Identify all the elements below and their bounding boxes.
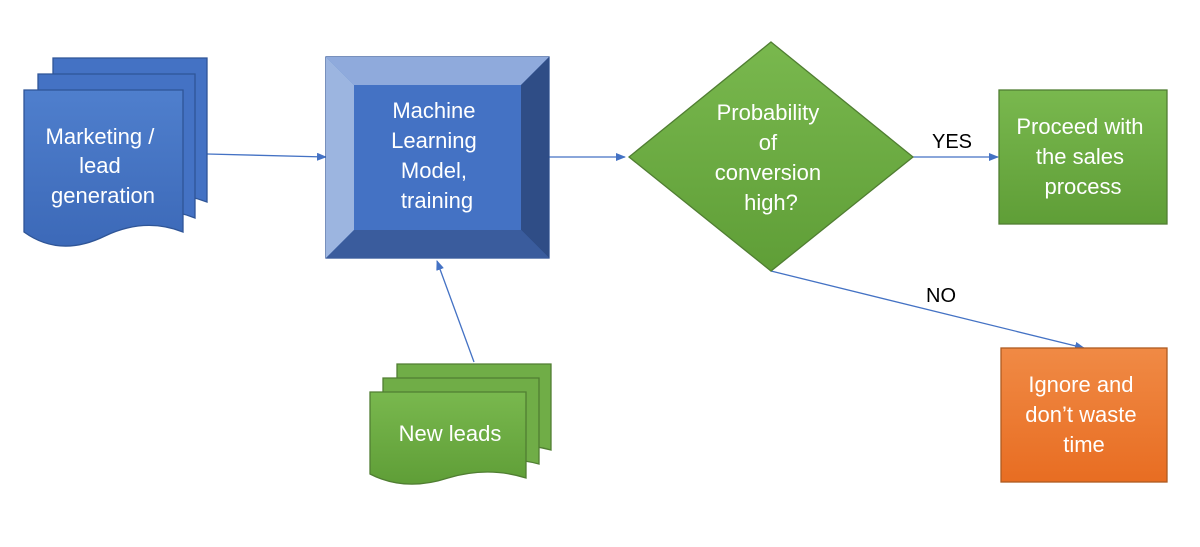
ml-model-label-line-4: training xyxy=(401,188,473,213)
ml-model-label-line-3: Model, xyxy=(401,158,467,183)
decision-label-line-1: Probability xyxy=(717,100,820,125)
node-ml-model-label: Machine Learning Model, training xyxy=(391,98,483,213)
decision-label-line-3: conversion xyxy=(715,160,821,185)
proceed-label-line-2: the sales xyxy=(1036,144,1124,169)
node-marketing-lead-generation: Marketing / lead generation xyxy=(23,57,208,247)
decision-label-line-2: of xyxy=(759,130,778,155)
ml-model-label-line-1: Machine xyxy=(392,98,475,123)
marketing-label-line-3: generation xyxy=(51,183,155,208)
edge-label-yes: YES xyxy=(932,131,972,153)
node-proceed-label: Proceed with the sales process xyxy=(1016,114,1149,199)
node-decision: Probability of conversion high? xyxy=(627,41,915,272)
node-new-leads: New leads xyxy=(369,363,552,485)
node-ignore-label: Ignore and don’t waste time xyxy=(1025,372,1142,457)
node-new-leads-label: New leads xyxy=(399,421,502,446)
ignore-label-line-2: don’t waste xyxy=(1025,402,1136,427)
node-ignore: Ignore and don’t waste time xyxy=(1000,347,1168,483)
edge-decision-to-ignore xyxy=(770,270,1085,350)
edge-label-no: NO xyxy=(926,285,956,307)
ignore-label-line-3: time xyxy=(1063,432,1105,457)
connectors xyxy=(206,152,1085,363)
marketing-label-line-1: Marketing / xyxy=(46,124,156,149)
ignore-label-line-1: Ignore and xyxy=(1028,372,1133,397)
node-ml-model: Machine Learning Model, training xyxy=(325,56,550,259)
marketing-label-line-2: lead xyxy=(79,153,121,178)
decision-label-line-4: high? xyxy=(744,190,798,215)
ml-model-label-line-2: Learning xyxy=(391,128,477,153)
proceed-label-line-1: Proceed with xyxy=(1016,114,1143,139)
node-proceed: Proceed with the sales process xyxy=(998,89,1168,225)
edge-marketing-to-model xyxy=(206,152,327,161)
new-leads-label-line-1: New leads xyxy=(399,421,502,446)
node-marketing-label: Marketing / lead generation xyxy=(46,124,161,208)
proceed-label-line-3: process xyxy=(1044,174,1121,199)
node-decision-label: Probability of conversion high? xyxy=(715,100,828,215)
edge-newleads-to-model xyxy=(436,260,475,363)
